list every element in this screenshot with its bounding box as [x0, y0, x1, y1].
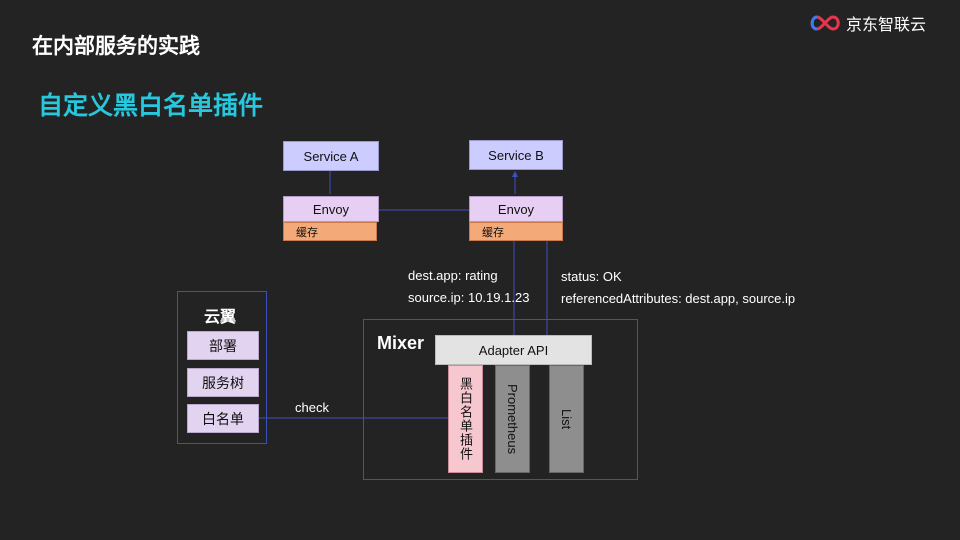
service-a-box: Service A [283, 141, 379, 171]
infinity-logo-icon [810, 15, 840, 31]
mixer-frame [363, 319, 638, 480]
slide-subtitle: 自定义黑白名单插件 [38, 91, 264, 120]
cache-b-box: 缓存 [469, 222, 563, 241]
yunyi-item-service-tree: 服务树 [187, 368, 259, 397]
page-title: 在内部服务的实践 [32, 34, 200, 58]
service-b-box: Service B [469, 140, 563, 170]
envoy-a-box: Envoy [283, 196, 379, 222]
prometheus-adapter: Prometheus [495, 365, 530, 473]
list-adapter: List [549, 365, 584, 473]
request-attr-source-ip: source.ip: 10.19.1.23 [408, 290, 530, 305]
response-attr-referenced: referencedAttributes: dest.app, source.i… [561, 291, 796, 306]
yunyi-item-whitelist: 白名单 [187, 404, 259, 433]
yunyi-item-deploy: 部署 [187, 331, 259, 360]
request-attr-dest-app: dest.app: rating [408, 268, 498, 283]
yunyi-title: 云翼 [204, 309, 237, 326]
brand-logo: 京东智联云 [808, 11, 926, 35]
check-label: check [295, 400, 329, 415]
envoy-b-box: Envoy [469, 196, 563, 222]
response-attr-status: status: OK [561, 269, 622, 284]
logo-text: 京东智联云 [846, 15, 927, 34]
adapter-api-box: Adapter API [435, 335, 592, 365]
whitelist-plugin-adapter: 黑白名单插件 [448, 365, 483, 473]
yunyi-frame [177, 291, 267, 444]
mixer-label: Mixer [377, 333, 425, 353]
cache-a-box: 缓存 [283, 222, 377, 241]
